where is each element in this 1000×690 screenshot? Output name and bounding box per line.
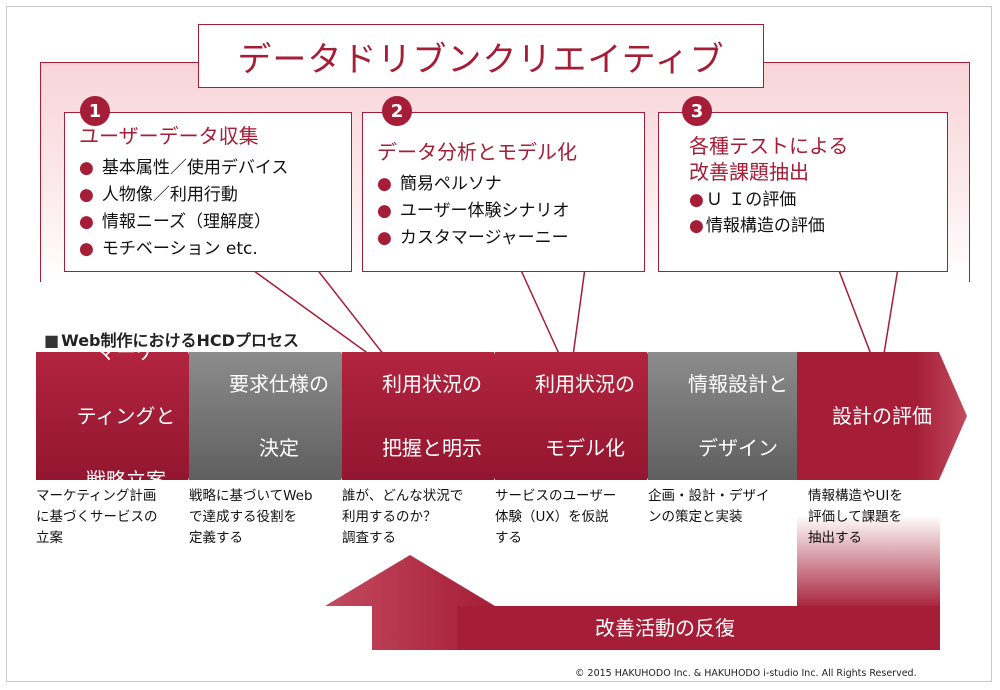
card-heading: ユーザーデータ収集 bbox=[79, 124, 259, 148]
copyright-notice: © 2015 HAKUHODO Inc. & HAKUHODO i-studio… bbox=[575, 668, 917, 679]
step-number-badge: 3 bbox=[682, 96, 712, 126]
list-item: ●ユーザー体験シナリオ bbox=[377, 201, 570, 221]
card-heading: データ分析とモデル化 bbox=[377, 140, 577, 164]
list-item: ●情報ニーズ（理解度） bbox=[79, 212, 271, 232]
loop-arrow-head bbox=[325, 555, 495, 650]
card-heading: 各種テストによる 改善課題抽出 bbox=[689, 134, 849, 184]
list-item: ●簡易ペルソナ bbox=[377, 174, 502, 194]
step-context-modeling: 利用状況のモデル化 bbox=[495, 352, 675, 480]
list-item: ●カスタマージャーニー bbox=[377, 228, 569, 248]
slide-frame bbox=[6, 6, 992, 682]
step-requirements: 要求仕様の決定 bbox=[189, 352, 369, 480]
step-description: 誰が、どんな状況で利用するのか？調査する bbox=[342, 488, 464, 546]
card-user-data: ユーザーデータ収集 ●基本属性／使用デバイス ●人物像／利用行動 ●情報ニーズ（… bbox=[64, 112, 352, 272]
list-item: ●モチベーション etc. bbox=[79, 239, 258, 259]
step-label: 利用状況のモデル化 bbox=[535, 372, 635, 460]
step-description: サービスのユーザー体験（UX）を仮説する bbox=[495, 488, 617, 546]
step-context-understanding: 利用状況の把握と明示 bbox=[342, 352, 522, 480]
list-item: ●Ｕ Ｉの評価 bbox=[689, 190, 797, 210]
step-label: 利用状況の把握と明示 bbox=[382, 372, 482, 460]
card-data-analysis: データ分析とモデル化 ●簡易ペルソナ ●ユーザー体験シナリオ ●カスタマージャー… bbox=[362, 112, 645, 272]
loop-rise bbox=[797, 515, 940, 610]
step-label: 設計の評価 bbox=[832, 404, 932, 428]
step-description: マーケティング計画に基づくサービスの立案 bbox=[36, 488, 158, 546]
list-item: ●人物像／利用行動 bbox=[79, 185, 238, 205]
step-label: 情報設計とデザイン bbox=[688, 372, 788, 460]
main-title: データドリブンクリエイティブ bbox=[198, 24, 764, 88]
step-marketing-strategy: マーケティングと戦略立案 bbox=[36, 352, 216, 480]
list-item: ●基本属性／使用デバイス bbox=[79, 158, 289, 178]
loop-bar bbox=[372, 606, 940, 650]
step-label: 要求仕様の決定 bbox=[229, 372, 329, 460]
list-item: ●情報構造の評価 bbox=[689, 216, 825, 236]
step-description: 企画・設計・デザインの策定と実装 bbox=[648, 488, 770, 525]
card-testing: 各種テストによる 改善課題抽出 ●Ｕ Ｉの評価 ●情報構造の評価 bbox=[658, 112, 948, 272]
improvement-loop-label: 改善活動の反復 bbox=[595, 616, 735, 640]
step-design-evaluation: 設計の評価 bbox=[797, 352, 967, 480]
step-description: 情報構造やUIを評価して課題を抽出する bbox=[808, 488, 903, 546]
step-number-badge: 1 bbox=[80, 96, 110, 126]
process-title: ■Web制作におけるHCDプロセス bbox=[44, 331, 299, 350]
step-number-badge: 2 bbox=[382, 96, 412, 126]
step-label: マーケティングと戦略立案 bbox=[76, 340, 176, 492]
